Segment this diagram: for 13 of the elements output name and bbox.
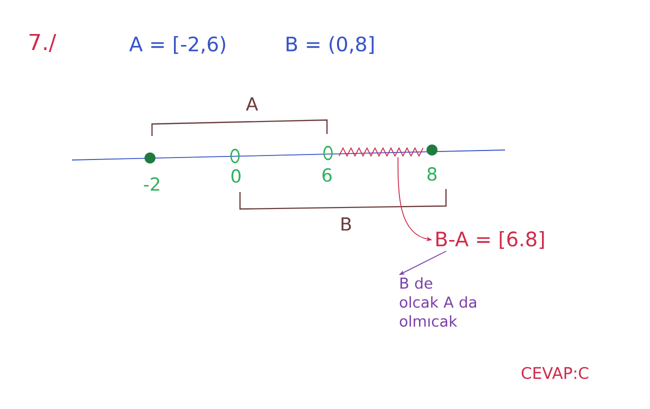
set-label: A [246,97,258,111]
set-definition: A = [-2,6) [129,36,226,54]
tick-label: 0 [231,169,241,183]
result-text: B-A = [6.8] [436,231,544,249]
set-label: B [342,217,351,231]
zigzag-drawing [338,146,424,157]
question-number: 7./ [30,34,56,52]
tick-label: -2 [144,177,160,191]
set-definition: B = (0,8] [286,36,374,54]
tick-label: 8 [428,167,436,181]
answer-text: CEVAP:C [522,366,588,380]
tick-label: 6 [322,168,332,182]
note-text: B de olcak A da olmıcak [400,277,476,327]
